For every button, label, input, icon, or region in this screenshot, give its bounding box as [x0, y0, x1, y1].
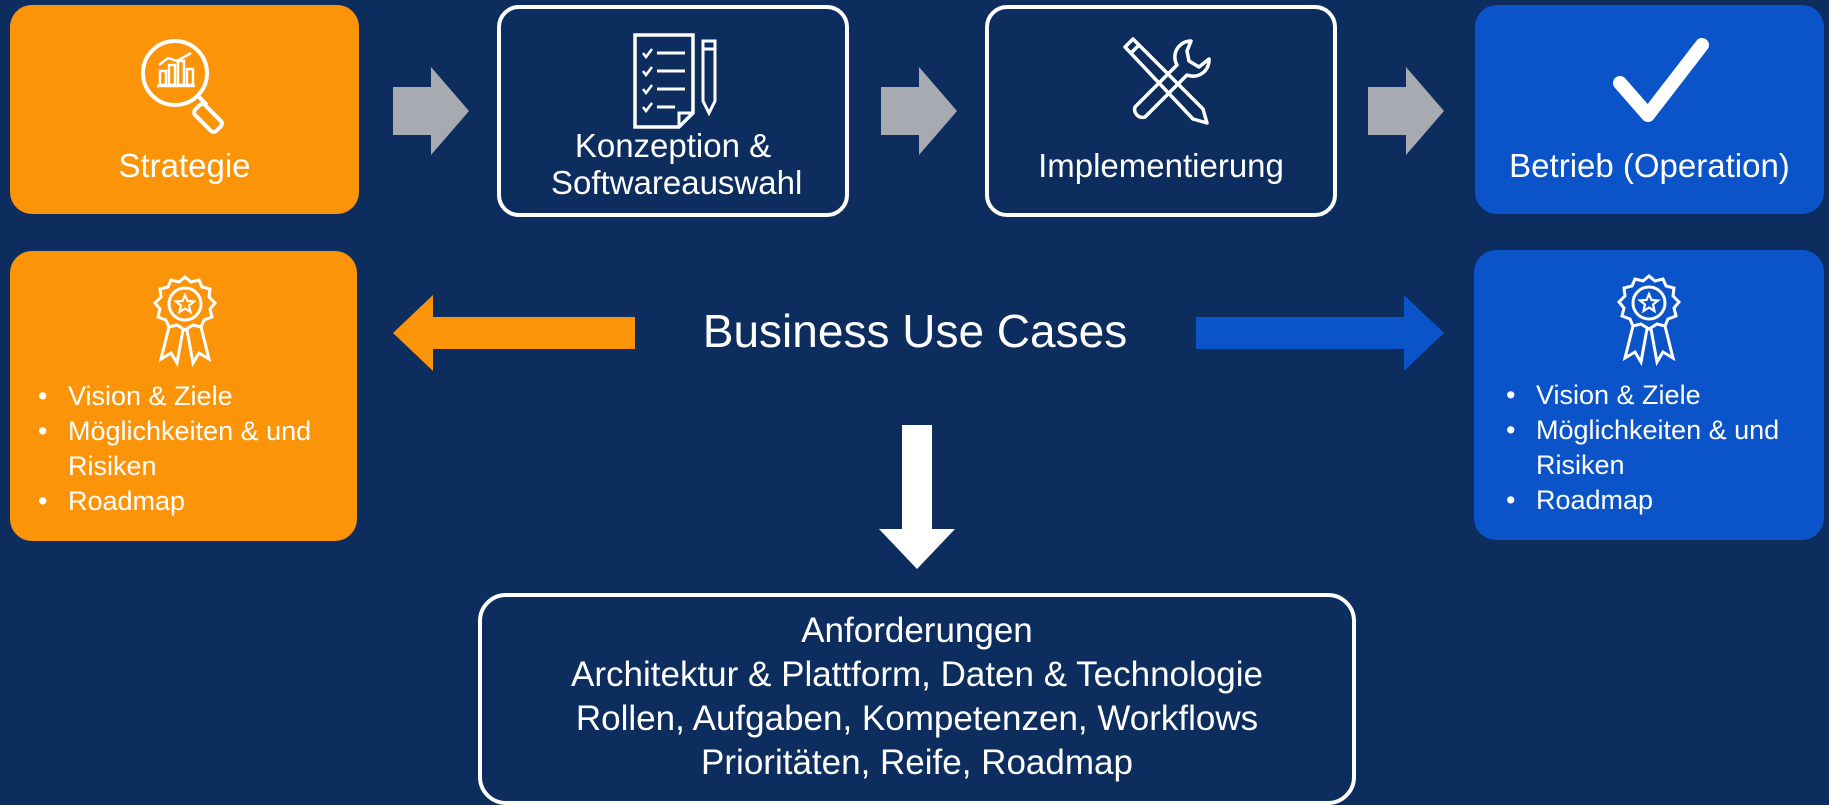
left-orange-arrow — [393, 295, 635, 376]
bullet-item: Möglichkeiten & und Risiken — [24, 414, 324, 484]
bullet-item: Roadmap — [24, 484, 324, 519]
step-implementierung: Implementierung — [985, 5, 1337, 217]
checkmark-icon — [1613, 38, 1709, 122]
step-label-implementierung: Implementierung — [1038, 147, 1284, 184]
requirements-line: Architektur & Plattform, Daten & Technol… — [571, 655, 1263, 694]
right-card: Vision & Ziele Möglichkeiten & und Risik… — [1474, 250, 1824, 540]
bullet-item: Möglichkeiten & und Risiken — [1492, 413, 1792, 483]
award-badge-icon — [1616, 274, 1682, 367]
tools-icon — [1123, 37, 1211, 125]
left-card: Vision & Ziele Möglichkeiten & und Risik… — [10, 251, 357, 541]
bullet-item: Vision & Ziele — [1492, 378, 1792, 413]
right-card-bullet-list: Vision & Ziele Möglichkeiten & und Risik… — [1492, 378, 1792, 518]
award-badge-icon — [152, 275, 218, 368]
bullet-item: Vision & Ziele — [24, 379, 324, 414]
step-label-betrieb: Betrieb (Operation) — [1509, 147, 1790, 184]
strategy-analytics-icon — [141, 39, 224, 134]
process-arrow-3 — [1368, 67, 1444, 160]
requirements-line: Rollen, Aufgaben, Kompetenzen, Workflows — [575, 699, 1259, 738]
requirements-box: Anforderungen Architektur & Plattform, D… — [478, 593, 1356, 805]
requirements-heading: Anforderungen — [801, 611, 1033, 650]
step-konzeption: Konzeption & Softwareauswahl — [497, 5, 849, 217]
requirements-line: Prioritäten, Reife, Roadmap — [701, 743, 1133, 782]
checklist-icon — [633, 33, 717, 129]
process-arrow-1 — [393, 67, 469, 160]
step-betrieb: Betrieb (Operation) — [1475, 5, 1824, 214]
process-arrow-2 — [881, 67, 957, 160]
left-card-bullet-list: Vision & Ziele Möglichkeiten & und Risik… — [24, 379, 324, 519]
business-use-cases-title: Business Use Cases — [702, 305, 1128, 357]
right-blue-arrow — [1196, 295, 1444, 376]
step-label-konzeption: Konzeption & Softwareauswahl — [551, 127, 803, 201]
step-label-strategie: Strategie — [118, 147, 251, 184]
step-strategie: Strategie — [10, 5, 359, 214]
down-arrow — [879, 425, 955, 574]
bullet-item: Roadmap — [1492, 483, 1792, 518]
